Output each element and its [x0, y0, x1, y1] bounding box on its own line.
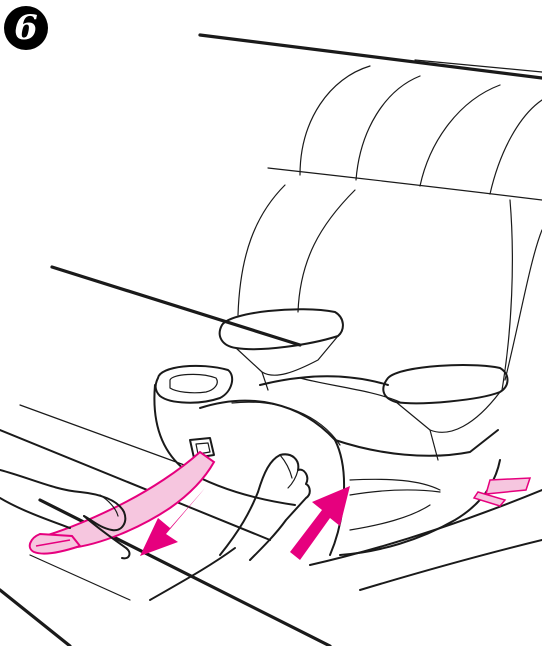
step-number-badge: 6 [4, 6, 48, 50]
vehicle-seat-back [200, 35, 542, 390]
vehicle-seat-cushion [0, 267, 542, 646]
latch-connector-right [474, 478, 530, 506]
left-armrest [220, 309, 343, 390]
right-armrest [383, 365, 507, 460]
step-number: 6 [14, 11, 38, 45]
latch-strap [30, 452, 214, 554]
cupholder [156, 366, 233, 403]
